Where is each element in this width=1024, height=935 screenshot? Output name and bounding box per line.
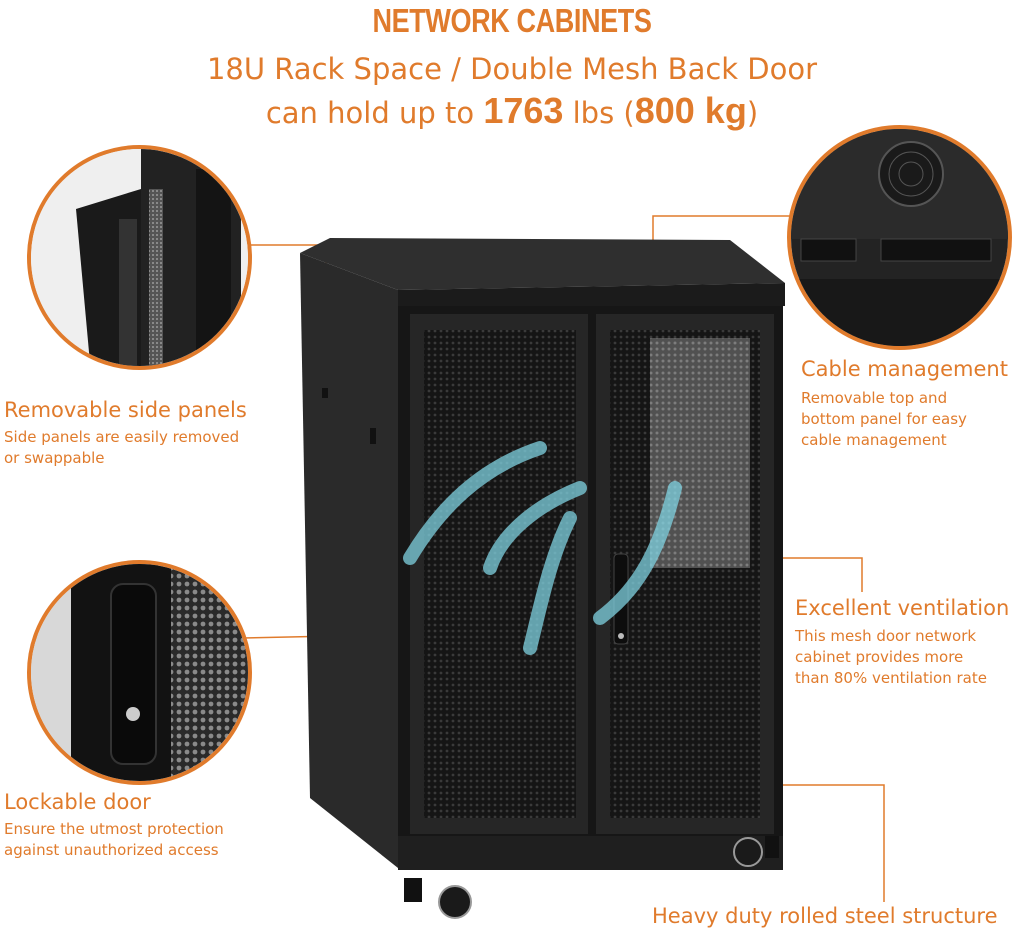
lockable-door-desc-1: Ensure the utmost protection (4, 820, 224, 838)
cable-management-desc-1: Removable top and (801, 389, 948, 407)
cabinet-base (398, 836, 783, 870)
subtitle-capacity: can hold up to 1763 lbs (800 kg) (0, 90, 1024, 132)
ventilation-heading: Excellent ventilation (795, 596, 1010, 620)
capacity-suffix: ) (746, 96, 759, 130)
capacity-mid: lbs ( (563, 96, 635, 130)
fan-grille (878, 141, 944, 207)
cable-management-desc-2: bottom panel for easy (801, 410, 967, 428)
callout-line-structure (765, 784, 885, 902)
structure-heading: Heavy duty rolled steel structure (652, 904, 998, 928)
caster-right (733, 837, 763, 867)
page-title: NETWORK CABINETS (372, 2, 652, 39)
lockable-door-heading: Lockable door (4, 790, 151, 814)
capacity-kg: 800 kg (634, 90, 747, 131)
side-panels-desc-2: or swappable (4, 449, 105, 467)
side-panels-heading: Removable side panels (4, 398, 247, 422)
ventilation-desc-3: than 80% ventilation rate (795, 669, 987, 687)
subtitle-rack-space: 18U Rack Space / Double Mesh Back Door (206, 52, 818, 86)
door-handle-closeup (110, 583, 157, 765)
lockable-door-desc-2: against unauthorized access (4, 841, 219, 859)
airflow-arrows (403, 441, 682, 655)
side-panels-desc-1: Side panels are easily removed (4, 428, 240, 446)
cable-management-detail-image (787, 125, 1012, 350)
side-panels-detail-image (27, 145, 252, 370)
caster-left (438, 885, 472, 919)
capacity-lbs: 1763 (483, 90, 564, 131)
cabinet-image (300, 238, 785, 919)
capacity-prefix: can hold up to (265, 96, 484, 130)
ventilation-desc-1: This mesh door network (795, 627, 977, 645)
cabinet-top (300, 238, 785, 290)
ventilation-desc-2: cabinet provides more (795, 648, 964, 666)
lockable-door-detail-image (27, 560, 252, 785)
cable-management-desc-3: cable management (801, 431, 947, 449)
cabinet-side-panel (300, 253, 398, 868)
cable-management-heading: Cable management (801, 357, 1008, 381)
